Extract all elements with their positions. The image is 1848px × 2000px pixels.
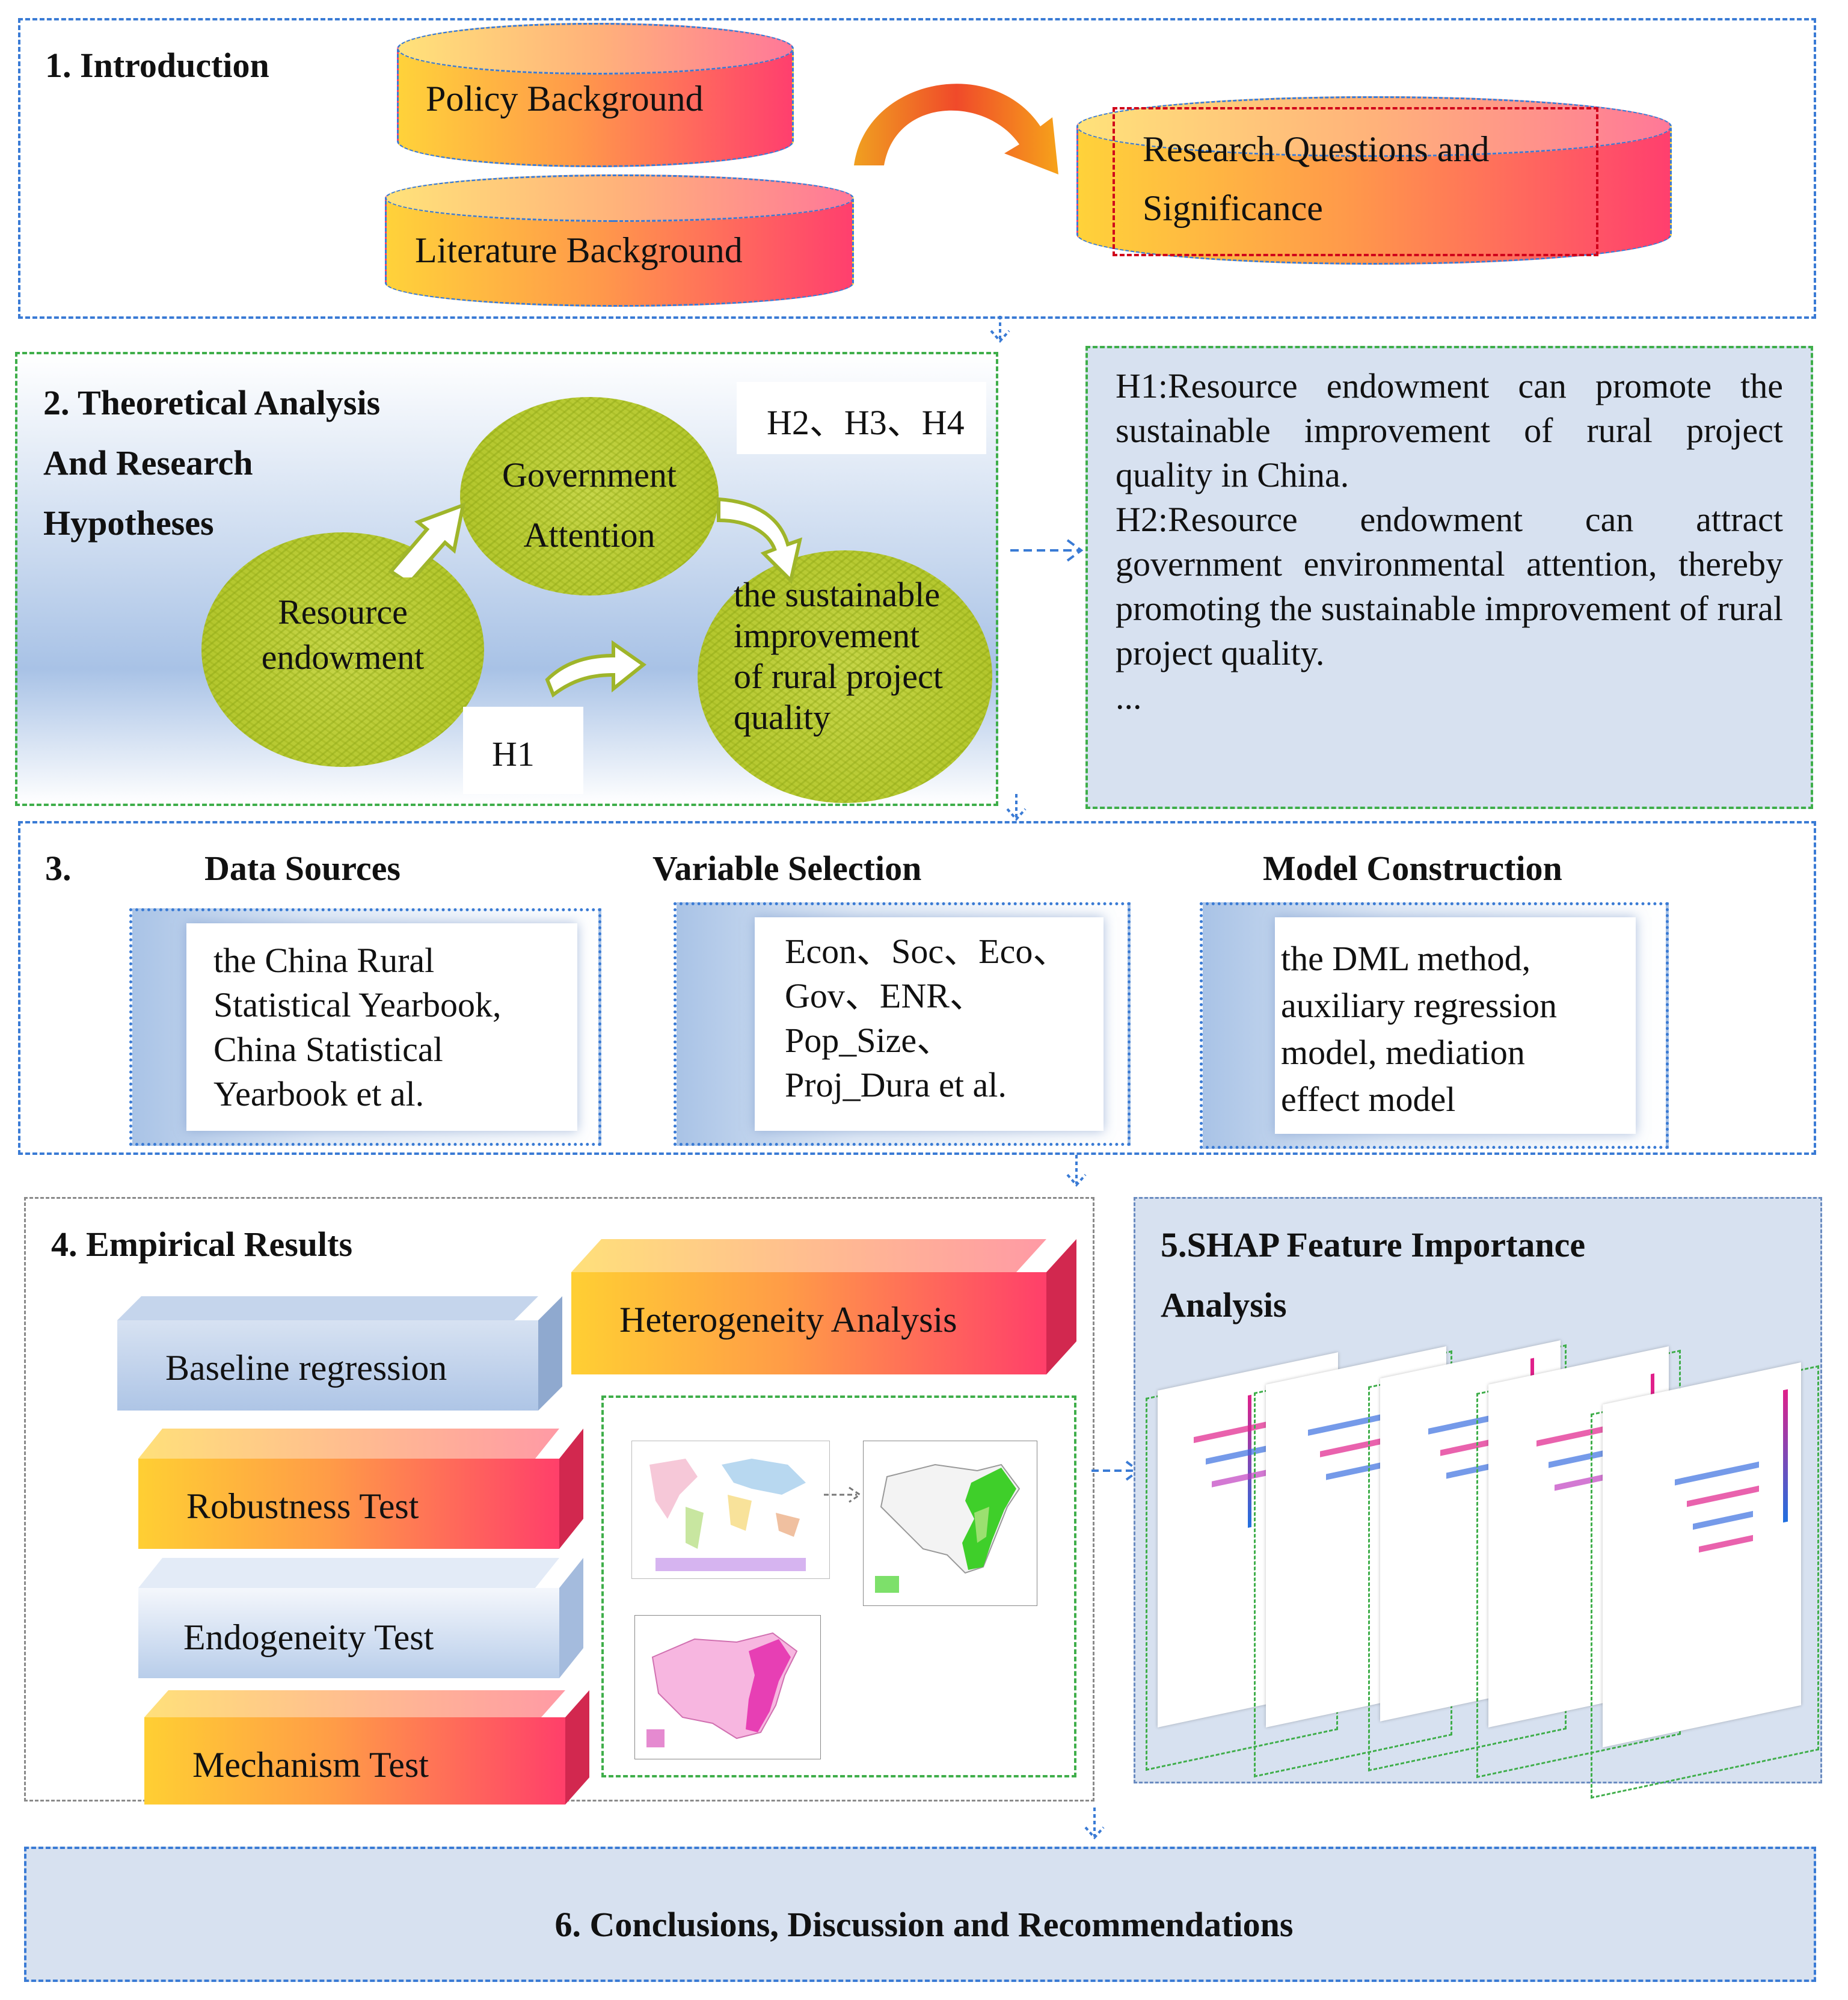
hypothesis-ellipsis: ...: [1116, 677, 1142, 716]
intro-title: 1. Introduction: [45, 46, 269, 85]
model-construction-title: Model Construction: [1263, 849, 1562, 888]
literature-background-cylinder: Literature Background: [385, 174, 854, 307]
down-arrow-icon: [1066, 1155, 1087, 1187]
policy-background-cylinder: Policy Background: [397, 23, 794, 167]
resource-endowment-node: Resource endowment: [201, 532, 484, 767]
down-arrow-icon: [990, 316, 1010, 343]
down-arrow-icon: [1006, 794, 1027, 822]
variable-selection-card: Econ、Soc、Eco、 Gov、ENR、 Pop_Size、 Proj_Du…: [674, 902, 1131, 1146]
heterogeneity-analysis-box: Heterogeneity Analysis: [571, 1239, 1076, 1374]
data-sources-card: the China Rural Statistical Yearbook, Ch…: [129, 908, 601, 1146]
map-arrow-icon: [824, 1486, 862, 1503]
research-inner-frame: [1113, 107, 1598, 256]
conclusions-title: 6. Conclusions, Discussion and Recommend…: [554, 1905, 1294, 1944]
robustness-test-label: Robustness Test: [186, 1486, 419, 1526]
shap-title: 5.SHAP Feature Importance Analysis: [1161, 1225, 1586, 1325]
model-construction-text: the DML method, auxiliary regression mod…: [1281, 939, 1558, 1119]
china-pink-map-thumbnail: [634, 1615, 821, 1759]
data-sources-title: Data Sources: [204, 849, 401, 888]
research-questions-label-1: Research Questions and: [1143, 129, 1490, 169]
shap-plots-stack: [1140, 1281, 1819, 1799]
methods-number: 3.: [45, 849, 72, 888]
endogeneity-test-label: Endogeneity Test: [183, 1617, 434, 1657]
model-construction-card: the DML method, auxiliary regression mod…: [1200, 902, 1669, 1149]
hypothesis-h1-text: H1:Resource endowment can promote the su…: [1116, 366, 1783, 494]
variable-selection-text: Econ、Soc、Eco、 Gov、ENR、 Pop_Size、 Proj_Du…: [785, 932, 1068, 1104]
arrow-resource-to-outcome-icon: [545, 640, 647, 698]
resource-endowment-label: Resource endowment: [261, 592, 425, 677]
down-arrow-icon: [1084, 1808, 1105, 1840]
arrow-government-to-outcome-icon: [717, 497, 803, 584]
research-questions-cylinder: Research Questions and Significance: [1076, 96, 1672, 265]
h234-label: H2、H3、H4: [767, 403, 965, 442]
mechanism-test-box: Mechanism Test: [144, 1690, 589, 1805]
hypotheses-panel: [1085, 346, 1813, 809]
empirical-title: 4. Empirical Results: [51, 1225, 353, 1264]
mechanism-test-label: Mechanism Test: [192, 1745, 429, 1785]
china-green-map-thumbnail: [863, 1441, 1037, 1606]
sustainable-improvement-label: the sustainable improvement of rural pro…: [734, 575, 943, 737]
maps-panel: [601, 1395, 1076, 1777]
policy-background-label: Policy Background: [426, 79, 704, 118]
baseline-regression-label: Baseline regression: [165, 1348, 447, 1388]
section-conclusions: [24, 1847, 1816, 1982]
literature-background-label: Literature Background: [415, 230, 743, 270]
shap-plot-page: [1603, 1362, 1801, 1748]
theory-title: 2. Theoretical Analysis And Research Hyp…: [43, 383, 381, 543]
section-introduction: [18, 18, 1816, 319]
variable-selection-title: Variable Selection: [652, 849, 922, 888]
research-questions-label-2: Significance: [1143, 188, 1323, 228]
h234-box: H2、H3、H4: [737, 382, 986, 454]
data-sources-text: the China Rural Statistical Yearbook, Ch…: [213, 941, 502, 1113]
h1-box: H1: [463, 707, 583, 794]
heterogeneity-analysis-label: Heterogeneity Analysis: [619, 1300, 957, 1340]
government-attention-node: Government Attention: [460, 397, 719, 595]
world-map-thumbnail: [631, 1441, 830, 1579]
arrow-resource-to-government-icon: [388, 502, 465, 577]
robustness-test-box: Robustness Test: [138, 1429, 583, 1549]
right-arrow-icon: [1010, 539, 1084, 562]
h1-label: H1: [492, 734, 535, 774]
government-attention-label: Government Attention: [502, 455, 677, 555]
curved-arrow-icon: [854, 84, 1058, 174]
hypothesis-h2-text: H2:Resource endowment can attract govern…: [1116, 500, 1783, 672]
baseline-regression-box: Baseline regression: [117, 1296, 562, 1411]
endogeneity-test-box: Endogeneity Test: [138, 1558, 583, 1678]
section-methods: [18, 821, 1816, 1155]
sustainable-improvement-node: the sustainable improvement of rural pro…: [698, 550, 992, 803]
